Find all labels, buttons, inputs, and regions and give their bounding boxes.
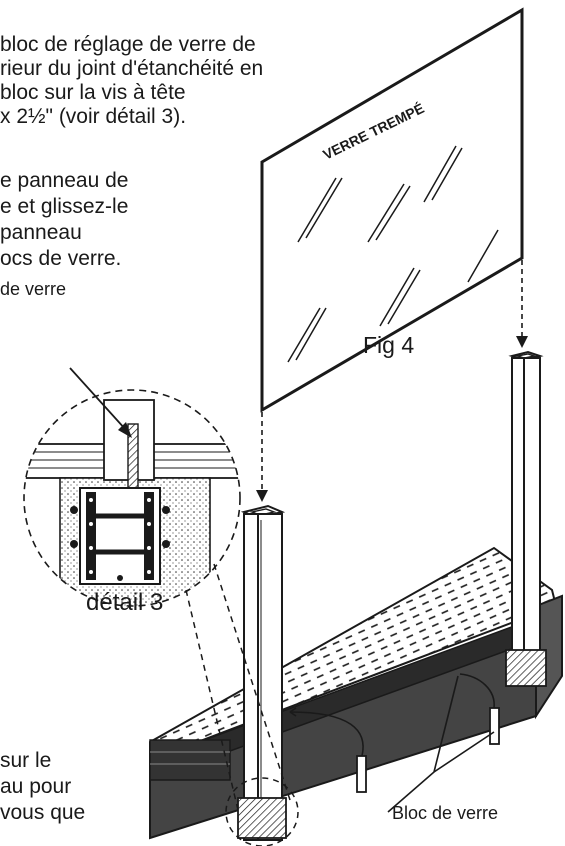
- detail-connectors: [185, 563, 299, 846]
- arrow-icon: [118, 422, 132, 438]
- detail-circle: [23, 389, 241, 607]
- post-right: [505, 350, 547, 687]
- instruction-bottom-3: vous que: [0, 801, 86, 824]
- instruction-line-5: e panneau de: [0, 169, 129, 192]
- arrow-down-icon: [256, 490, 268, 502]
- figure-label: Fig 4: [363, 332, 415, 358]
- glass-block-label: Bloc de verre: [392, 803, 499, 823]
- post-left: [237, 504, 287, 841]
- arrow-down-icon: [516, 336, 528, 348]
- detail-pointer: [69, 367, 132, 438]
- instruction-line-6: e et glissez-le: [0, 195, 129, 218]
- deck: [149, 546, 563, 840]
- instruction-line-8: ocs de verre.: [0, 247, 122, 270]
- instruction-line-4: x 2½" (voir détail 3).: [0, 105, 187, 128]
- detail-label: détail 3: [86, 589, 164, 616]
- glass-panel: VERRE TREMPÉ: [260, 7, 524, 413]
- instruction-line-2: rieur du joint d'étanchéité en: [0, 57, 264, 80]
- leader-lines: [289, 673, 495, 813]
- instruction-line-9: de verre: [0, 279, 67, 299]
- instruction-line-1: bloc de réglage de verre de: [0, 33, 256, 56]
- glass-block-left: [356, 755, 367, 793]
- instruction-bottom-2: au pour: [0, 775, 72, 798]
- instruction-bottom-1: sur le: [0, 749, 52, 772]
- instruction-line-3: bloc sur la vis à tête: [0, 81, 186, 104]
- glass-block-right: [489, 707, 500, 745]
- insertion-guides: [261, 260, 523, 494]
- instruction-line-7: panneau: [0, 221, 82, 244]
